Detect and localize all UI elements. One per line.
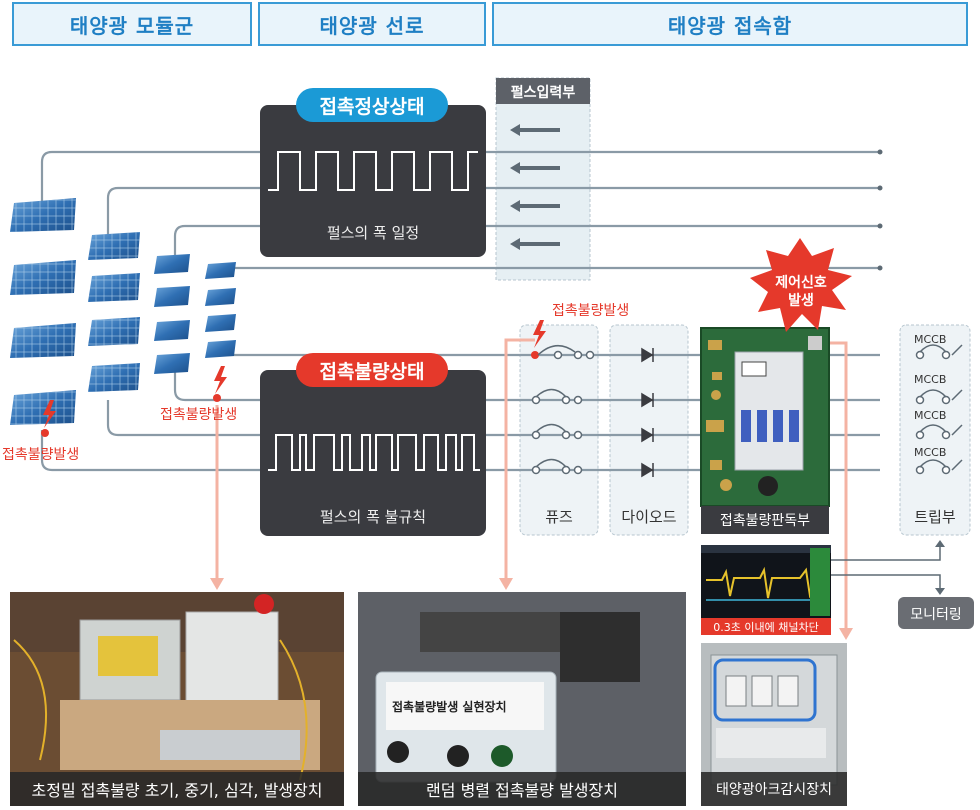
fault-state-desc: 펄스의 폭 불규칙 bbox=[319, 508, 427, 526]
photo-1-frame: 초정밀 접촉불량 초기, 중기, 심각, 발생장치 bbox=[10, 592, 344, 806]
trip-label: 트립부 bbox=[914, 508, 956, 526]
solar-panel-group-2 bbox=[88, 232, 140, 392]
monitoring-label: 모니터링 bbox=[910, 607, 962, 623]
pulse-input-box bbox=[495, 77, 591, 281]
diode-label: 다이오드 bbox=[621, 508, 677, 526]
mccb-label-3: MCCB bbox=[914, 409, 947, 422]
fault-label-module: 접촉불량발생 bbox=[2, 447, 80, 463]
photo-2-frame: 랜덤 병렬 접촉불량 발생장치 bbox=[358, 592, 686, 806]
scope-caption: 0.3초 이내에 채널차단 bbox=[713, 621, 819, 634]
photo-3-caption: 태양광아크감시장치 bbox=[701, 772, 847, 806]
control-signal-burst bbox=[750, 238, 852, 332]
fault-lightning-icon bbox=[43, 320, 546, 428]
photo-2-device-label: 접촉불량발생 실현장치 bbox=[392, 700, 507, 714]
fault-pulse-wave bbox=[268, 434, 480, 471]
photo-1-caption: 초정밀 접촉불량 초기, 중기, 심각, 발생장치 bbox=[10, 772, 344, 806]
normal-state-pill: 접촉정상상태 bbox=[296, 88, 448, 122]
photo-3-frame: 태양광아크감시장치 bbox=[701, 643, 847, 806]
header-module-group: 태양광 모듈군 bbox=[12, 2, 252, 46]
monitoring-box bbox=[898, 597, 974, 629]
trip-box bbox=[899, 324, 971, 536]
solar-panel-group-3 bbox=[154, 254, 190, 374]
fault-label-fuse: 접촉불량발생 bbox=[552, 303, 630, 319]
header-junction-box: 태양광 접속함 bbox=[492, 2, 968, 46]
control-signal-label-line2: 발생 bbox=[788, 293, 814, 309]
header-line: 태양광 선로 bbox=[258, 2, 486, 46]
fuse-box bbox=[519, 324, 599, 536]
photo-2-caption: 랜덤 병렬 접촉불량 발생장치 bbox=[358, 772, 686, 806]
mccb-label-2: MCCB bbox=[914, 373, 947, 386]
control-signal-label-line1: 제어신호 bbox=[775, 275, 827, 291]
normal-pulse-wave bbox=[268, 151, 478, 191]
solar-panel-group-1 bbox=[10, 198, 76, 425]
pulse-input-label: 펄스입력부 bbox=[510, 85, 576, 101]
fuse-symbols bbox=[531, 345, 595, 475]
mccb-label-1: MCCB bbox=[914, 333, 947, 346]
fault-label-string: 접촉불량발생 bbox=[160, 407, 238, 423]
diode-symbols bbox=[641, 347, 654, 478]
normal-state-panel bbox=[260, 105, 486, 257]
fault-state-panel bbox=[260, 370, 486, 536]
detector-label: 접촉불량판독부 bbox=[719, 513, 811, 529]
mccb-label-4: MCCB bbox=[914, 446, 947, 459]
photo-random-parallel-device bbox=[358, 592, 686, 806]
solar-panel-group-4 bbox=[205, 262, 236, 358]
fault-state-pill: 접촉불량상태 bbox=[296, 353, 448, 387]
photo-contact-fault-device bbox=[10, 592, 344, 806]
normal-state-desc: 펄스의 폭 일정 bbox=[326, 224, 420, 242]
fuse-label: 퓨즈 bbox=[545, 508, 573, 526]
mccb-symbols bbox=[915, 344, 963, 475]
diode-box bbox=[609, 324, 689, 536]
